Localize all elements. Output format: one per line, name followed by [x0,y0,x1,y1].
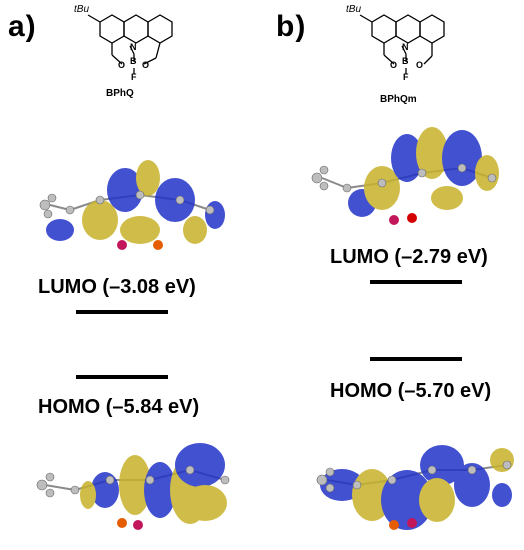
panel-label-a: a) [8,10,37,43]
lumo-label-bphqm: LUMO (–2.79 eV) [330,246,488,268]
panel-a: a) tBu N B O O F BPhQ [8,4,230,530]
panel-label-b: b) [276,10,307,43]
homo-orbital-bphq [36,443,230,530]
structure-bphq: tBu N B O O F [74,4,173,82]
homo-level-bphqm [370,357,462,361]
atom-o1-b: O [390,60,397,70]
atom-b-b: B [402,56,409,66]
atom-o2-a: O [142,60,149,70]
homo-orbital-bphqm [316,445,514,530]
tbu-label-b: tBu [346,4,361,15]
atom-n-b: N [402,42,409,52]
lumo-orbital-bphqm [311,127,499,225]
atom-o2-b: O [416,60,423,70]
structure-bphqm: tBu N B O O F [346,4,445,82]
atom-o1-a: O [118,60,125,70]
compound-name-bphqm: BPhQm [380,94,417,105]
atom-f-a: F [131,72,137,82]
lumo-label-bphq: LUMO (–3.08 eV) [38,276,196,298]
lumo-orbital-bphq [39,160,225,250]
atom-f-b: F [403,72,409,82]
homo-label-bphq: HOMO (–5.84 eV) [38,396,200,418]
tbu-label-a: tBu [74,4,89,15]
homo-level-bphq [76,375,168,379]
atom-n-a: N [130,42,137,52]
homo-label-bphqm: HOMO (–5.70 eV) [330,380,492,402]
panel-b: b) tBu N B O O F BPhQm [262,0,524,550]
lumo-level-bphq [76,310,168,314]
compound-name-bphq: BPhQ [106,88,134,99]
atom-b-a: B [130,56,137,66]
lumo-level-bphqm [370,280,462,284]
